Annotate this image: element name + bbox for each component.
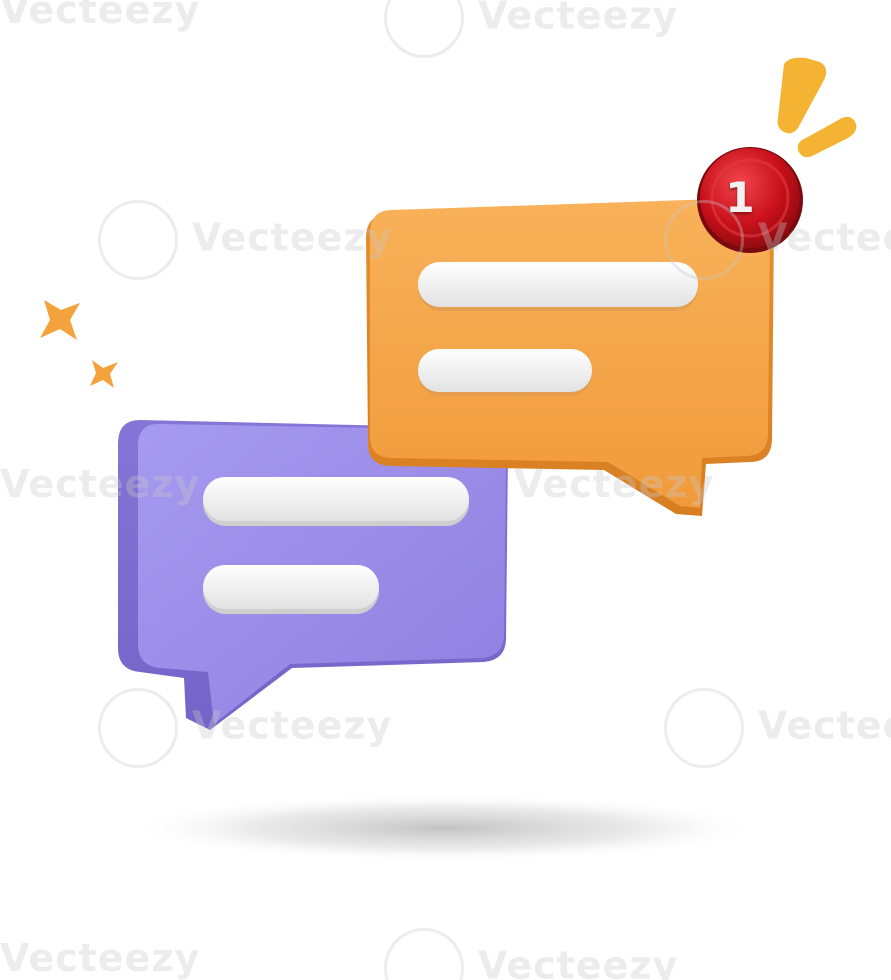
notification-count: 1 <box>725 173 755 222</box>
exclamation-icon <box>777 57 857 158</box>
text-line-bar <box>418 349 592 392</box>
ground-shadow <box>125 794 765 862</box>
sparkle-icon <box>40 300 118 388</box>
orange-chat-bubble-icon <box>366 198 774 516</box>
notification-badge-icon <box>697 147 803 253</box>
text-line-bar <box>203 477 469 521</box>
text-line-bar <box>418 262 698 307</box>
purple-chat-bubble-icon <box>118 420 508 730</box>
text-line-bar <box>203 565 379 609</box>
